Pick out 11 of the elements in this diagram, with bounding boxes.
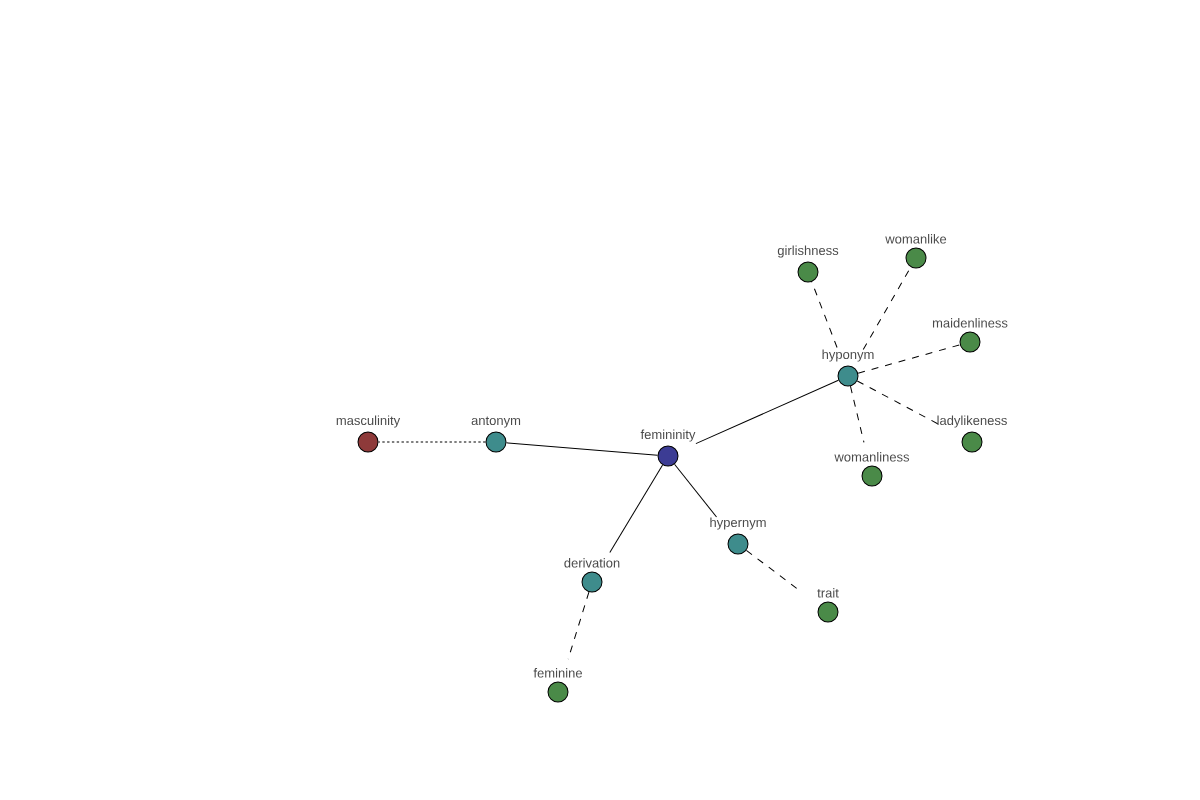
connector-line bbox=[378, 441, 486, 443]
connector-line bbox=[674, 463, 718, 518]
connector-line bbox=[505, 442, 659, 456]
connector-line bbox=[857, 344, 961, 374]
connector-line bbox=[745, 549, 801, 592]
connector-line bbox=[849, 385, 865, 443]
connector-line bbox=[695, 379, 839, 445]
connector-line bbox=[862, 266, 912, 351]
connector-line bbox=[811, 281, 838, 349]
connector-line bbox=[856, 380, 943, 427]
connector-line bbox=[609, 464, 664, 553]
